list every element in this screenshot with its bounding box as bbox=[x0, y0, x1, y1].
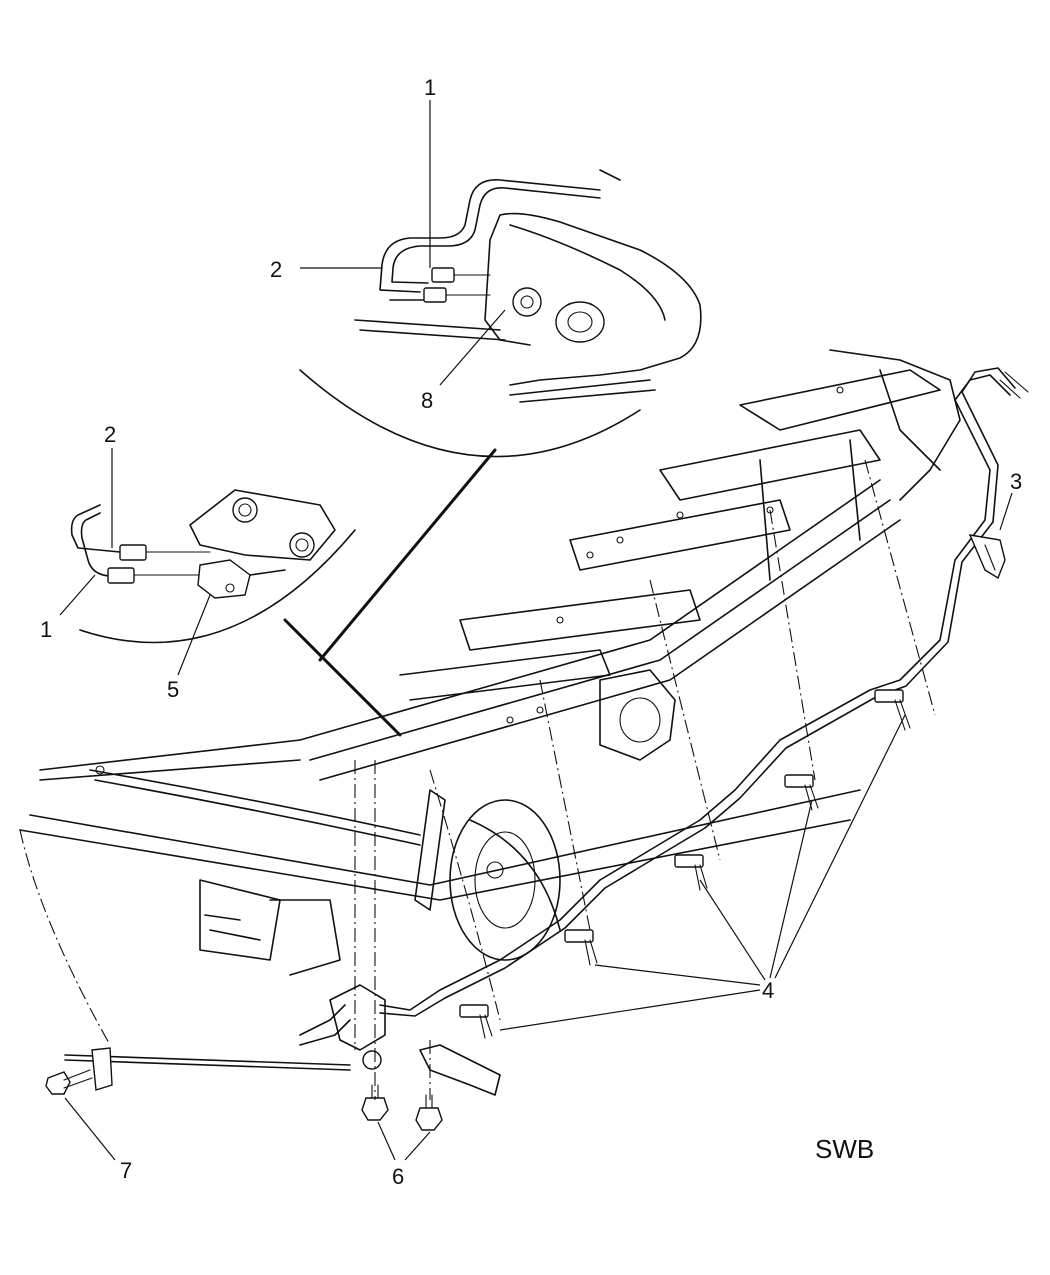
clip-2 bbox=[784, 774, 819, 811]
clip-5 bbox=[459, 1004, 493, 1039]
mounting-bolts bbox=[45, 1047, 443, 1131]
vehicle-frame-assembly bbox=[19, 349, 961, 976]
detail-b-boundary-arc bbox=[79, 529, 356, 644]
clip-3 bbox=[674, 854, 708, 891]
callout-7: 7 bbox=[120, 1158, 132, 1183]
bolt-7-bracket bbox=[91, 1047, 113, 1091]
variant-label: SWB bbox=[815, 1134, 874, 1164]
detail-a-brake-line-inner bbox=[391, 187, 601, 284]
frame-rail-left bbox=[19, 789, 861, 901]
bolt-6-left bbox=[361, 1084, 389, 1121]
callout-labels: 1 2 8 2 3 1 5 4 7 6 SWB bbox=[40, 75, 1022, 1189]
callout-5: 5 bbox=[167, 677, 179, 702]
steel-line-to-axle bbox=[64, 1054, 351, 1071]
rear-wheel-hub bbox=[449, 799, 561, 961]
callout-4: 4 bbox=[762, 978, 774, 1003]
clip-1 bbox=[874, 689, 911, 731]
detail-view-frame-tee bbox=[70, 489, 356, 644]
callout-6: 6 bbox=[392, 1164, 404, 1189]
rear-brake-line-main bbox=[379, 374, 1011, 1011]
callout-1-left: 1 bbox=[40, 617, 52, 642]
shock-absorber bbox=[414, 789, 446, 911]
assembly-alignment-lines bbox=[19, 459, 936, 1100]
cross-member-front bbox=[739, 369, 941, 431]
cross-member-mid-1 bbox=[659, 429, 881, 501]
callout-8: 8 bbox=[421, 388, 433, 413]
detail-b-tee-block bbox=[197, 559, 251, 599]
detail-a-boundary-arc bbox=[299, 369, 641, 458]
front-junction-block bbox=[329, 984, 386, 1051]
clip-4 bbox=[564, 929, 598, 966]
callout-2-top: 2 bbox=[270, 257, 282, 282]
callout-leaders bbox=[59, 100, 1013, 1161]
leaf-spring bbox=[89, 769, 421, 846]
detail-b-fitting-lower bbox=[107, 567, 135, 584]
brake-line-clips bbox=[459, 689, 911, 1039]
detail-b-brake-line-upper bbox=[70, 504, 121, 553]
detail-b-brake-line-lower bbox=[80, 512, 111, 577]
detail-b-mounting-bracket bbox=[189, 489, 336, 561]
part-3-clip bbox=[968, 534, 1006, 580]
callout-1-top: 1 bbox=[424, 75, 436, 100]
frame-rail-right bbox=[299, 479, 901, 781]
bolt-6-right bbox=[415, 1094, 443, 1131]
detail-a-brake-line-outer bbox=[379, 179, 601, 293]
detail-pointer-upper bbox=[318, 448, 497, 662]
callout-3: 3 bbox=[1010, 469, 1022, 494]
callout-2-left: 2 bbox=[104, 422, 116, 447]
bolt-7 bbox=[45, 1069, 93, 1095]
detail-a-bushing bbox=[555, 301, 605, 343]
cross-member-mid-3 bbox=[459, 589, 701, 651]
brake-line-routing bbox=[64, 367, 1029, 1096]
lower-support-bracket bbox=[419, 1044, 501, 1096]
detail-a-axle-housing bbox=[489, 212, 702, 386]
detail-a-fitting-upper bbox=[431, 267, 455, 283]
cross-member-mid-2 bbox=[569, 499, 791, 571]
differential-housing bbox=[599, 669, 676, 761]
detail-b-fitting-upper bbox=[119, 544, 147, 561]
detail-view-rear-junction bbox=[299, 169, 702, 458]
detail-pointer-lower bbox=[283, 618, 402, 737]
detail-a-fitting-lower bbox=[423, 287, 447, 303]
